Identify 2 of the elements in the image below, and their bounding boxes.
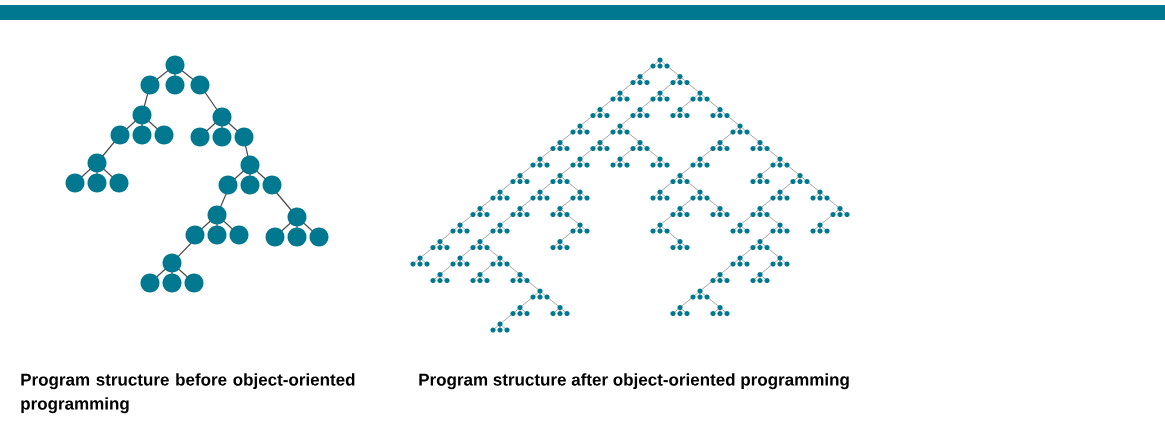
caption: Program structure after object-oriented programming xyxy=(419,373,849,390)
caption: Program structure before object-oriented programming xyxy=(21,373,355,414)
